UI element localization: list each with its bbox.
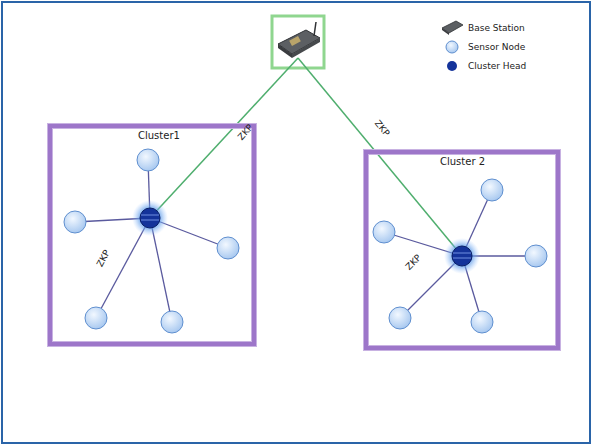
link-label: ZKP bbox=[373, 118, 391, 137]
cluster-title: Cluster 2 bbox=[440, 156, 485, 167]
legend-text: Cluster Head bbox=[468, 62, 526, 71]
cluster-links bbox=[75, 160, 536, 322]
base-station-icon bbox=[278, 22, 320, 58]
link-label: ZKP bbox=[96, 248, 112, 268]
sensor-nodes bbox=[64, 149, 547, 333]
cluster-box: Cluster1 bbox=[48, 124, 256, 346]
legend-text: Base Station bbox=[468, 24, 525, 33]
cluster-title: Cluster1 bbox=[138, 130, 180, 141]
link-label: ZKP bbox=[405, 253, 424, 272]
legend-samples bbox=[442, 21, 463, 71]
cluster-heads bbox=[132, 200, 480, 274]
cluster-box: Cluster 2 bbox=[364, 150, 560, 350]
base-station-box bbox=[272, 16, 324, 68]
legend-text: Sensor Node bbox=[468, 43, 525, 52]
uplink-line bbox=[298, 58, 462, 256]
